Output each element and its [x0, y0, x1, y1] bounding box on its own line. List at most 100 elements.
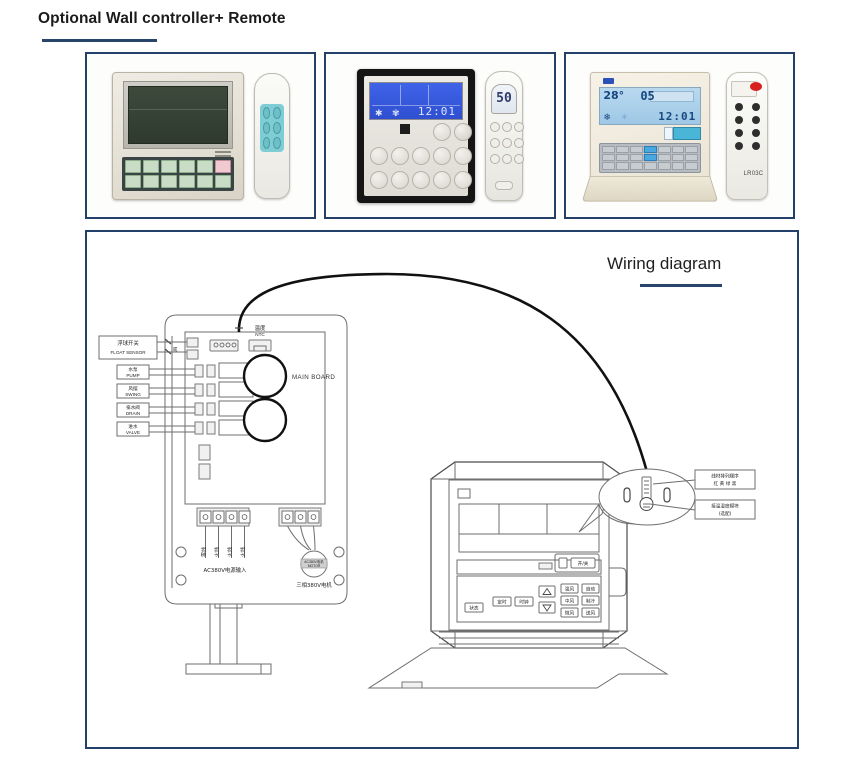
lcd-mode-number: 05 [640, 88, 655, 103]
svg-text:自动: 自动 [586, 586, 596, 593]
keypad-key[interactable] [616, 145, 630, 153]
remote-button[interactable] [262, 121, 271, 134]
keypad-key[interactable] [657, 153, 671, 162]
keypad-key[interactable] [671, 153, 685, 162]
keypad-key[interactable] [616, 153, 630, 162]
wall-controller-beige [111, 71, 244, 200]
svg-text:风摆: 风摆 [128, 385, 138, 392]
keypad-key[interactable] [602, 153, 616, 162]
sun-icon: ☀ [620, 111, 629, 122]
auto-button[interactable] [432, 123, 451, 141]
svg-text:排水阀: 排水阀 [126, 404, 140, 411]
remote-button[interactable] [513, 153, 524, 164]
keypad-key[interactable] [630, 153, 643, 162]
remote-button[interactable] [735, 102, 744, 111]
svg-text:状态: 状态 [469, 605, 479, 612]
keypad-key[interactable] [602, 162, 616, 170]
keypad-key[interactable] [630, 162, 643, 170]
keypad-key[interactable] [196, 159, 213, 173]
lcd-temperature: 28° [603, 88, 625, 102]
remote-power-bar[interactable] [494, 180, 513, 190]
remote-down-button[interactable] [501, 137, 512, 148]
power-button[interactable] [673, 126, 702, 140]
remote-button[interactable] [751, 102, 760, 111]
keypad-key[interactable] [657, 162, 671, 170]
keypad-key[interactable] [124, 159, 141, 173]
motor-terminal-block [278, 507, 322, 527]
keypad-key[interactable] [657, 145, 671, 153]
lcd-divider [427, 84, 429, 105]
up-button[interactable] [390, 147, 409, 165]
keypad-key[interactable] [616, 162, 630, 170]
keypad-up-key[interactable] [643, 145, 657, 153]
svg-text:进水: 进水 [128, 423, 138, 430]
keypad-key[interactable] [685, 153, 699, 162]
keypad-key[interactable] [643, 162, 657, 170]
remote-button[interactable] [735, 141, 744, 150]
remote-button[interactable] [513, 121, 524, 132]
clock-button[interactable] [411, 147, 430, 165]
device-terminal-labels: 水泵 PUMP 风摆 SWING 排水阀 DRAIN 进水 VALVE [116, 364, 150, 437]
keypad-down-key[interactable] [196, 174, 213, 188]
down-button[interactable] [390, 171, 409, 189]
vent-button[interactable] [432, 147, 451, 165]
keypad-power-key[interactable] [214, 159, 231, 173]
keypad-key[interactable] [160, 159, 177, 173]
remote-up-button[interactable] [501, 121, 512, 132]
keypad-key[interactable] [142, 159, 159, 173]
callout-2-line-2: (选配) [719, 510, 732, 517]
keypad-key[interactable] [160, 174, 177, 188]
keypad-key[interactable] [214, 174, 231, 188]
keypad-key[interactable] [142, 174, 159, 188]
product-panel-1[interactable] [85, 52, 317, 219]
keypad-key[interactable] [685, 145, 699, 153]
remote-button[interactable] [262, 106, 271, 119]
svg-text:AC380V电机: AC380V电机 [304, 559, 324, 564]
keypad-key[interactable] [630, 145, 643, 153]
remote-model-label: LR03C [743, 170, 764, 177]
remote-button[interactable] [273, 121, 281, 134]
keypad-up-key[interactable] [178, 174, 195, 188]
set-button[interactable] [369, 171, 388, 189]
remote-button[interactable] [273, 136, 281, 149]
svg-text:火线: 火线 [227, 547, 234, 557]
remote-button[interactable] [501, 153, 512, 164]
keypad-key[interactable] [671, 162, 685, 170]
remote-button[interactable] [751, 141, 760, 150]
remote-button[interactable] [751, 115, 760, 124]
remote-button[interactable] [735, 128, 744, 137]
remote-lcd-value: 50 [496, 91, 512, 106]
remote-button[interactable] [751, 128, 760, 137]
remote-button[interactable] [262, 136, 271, 149]
relay-bank [194, 362, 254, 436]
page-title: Optional Wall controller+ Remote [38, 10, 286, 27]
keypad-key[interactable] [602, 145, 616, 153]
product-panel-2[interactable]: ✱ ✾ 12:01 [324, 52, 556, 219]
power-terminal-block [196, 507, 251, 527]
timer-button[interactable] [432, 171, 451, 189]
svg-text:定时: 定时 [497, 599, 507, 606]
remote-button[interactable] [735, 115, 744, 124]
remote-button[interactable] [273, 106, 281, 119]
terminal-wires [149, 368, 195, 433]
fan-button[interactable] [411, 171, 430, 189]
snowflake-icon: ✱ [374, 107, 383, 118]
remote-power-button[interactable] [750, 81, 763, 91]
remote-button[interactable] [489, 137, 500, 148]
mode-button[interactable] [369, 147, 388, 165]
keypad-down-key[interactable] [643, 153, 657, 162]
remote-button[interactable] [489, 153, 500, 164]
wall-panel-unit: 开/关 状态 定时 时钟 强风 自动 中风 制冷 微风 送风 [367, 461, 669, 689]
keypad-key[interactable] [178, 159, 195, 173]
snowflake-icon: ❄ [603, 111, 611, 122]
remote-button[interactable] [489, 121, 500, 132]
product-panel-3[interactable]: 28° 05 ❄ ☀ 12:01 [563, 52, 795, 219]
swing-button[interactable] [453, 171, 472, 189]
keypad-key[interactable] [671, 145, 685, 153]
cool-button[interactable] [453, 147, 472, 165]
power-button[interactable] [453, 123, 472, 141]
keypad-key[interactable] [124, 174, 141, 188]
svg-text:强风: 强风 [565, 587, 575, 593]
remote-button[interactable] [513, 137, 524, 148]
keypad-key[interactable] [685, 162, 699, 170]
